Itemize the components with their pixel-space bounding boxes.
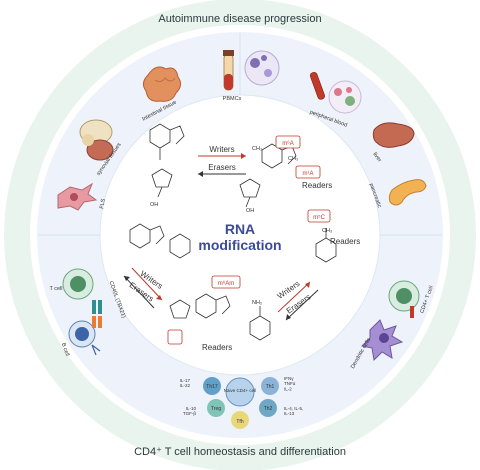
m5c-molecule [315, 228, 337, 263]
th2-icon [259, 399, 277, 417]
tag-m6a: m⁶A [282, 140, 293, 147]
m6a-molecule [239, 143, 297, 208]
cd4-tcell-icon [388, 280, 420, 318]
atom-ch3-3: CH₃ [322, 228, 332, 234]
writers-arrow-left [131, 267, 163, 301]
label-tcell: T cell [49, 286, 62, 292]
writers-arrow-right [277, 281, 311, 313]
label-treg: Treg [211, 406, 221, 412]
tag-m6am: m⁶Am [218, 280, 234, 287]
tcell-differentiation [203, 377, 279, 429]
center-title-line2: modification [198, 237, 281, 253]
atom-nh2: NH₂ [252, 300, 262, 306]
atom-oh-2: OH [246, 208, 254, 214]
cytidine-molecule [249, 306, 271, 341]
readers-label-top: Readers [302, 181, 332, 190]
center-title-line1: RNA [225, 221, 255, 237]
naive-cd4-icon [225, 377, 255, 407]
label-tfh: Tfh [236, 419, 243, 425]
tag-m5c: m⁵C [313, 214, 325, 221]
erasers-arrow-left [123, 275, 155, 309]
th17-icon [203, 377, 221, 395]
tag-m5c-box [307, 209, 331, 223]
atom-oh-1: OH [150, 202, 158, 208]
b-cell-icon [68, 320, 101, 356]
intestinal-tissue-icon [142, 66, 182, 102]
m6am-molecule [169, 293, 231, 319]
erasers-arrow-right [285, 289, 319, 321]
tag-m6am-box [211, 275, 241, 289]
tag-m1a-box [295, 165, 321, 179]
top-title: Autoimmune disease progression [158, 13, 321, 25]
adenosine-molecule [149, 123, 185, 198]
readers-label-right: Readers [330, 237, 360, 246]
label-th1: Th1 [266, 384, 275, 390]
label-pbmcs: PBMCs [223, 96, 242, 102]
fls-cell-icon [57, 182, 98, 211]
pbmc-tube-icon [223, 50, 234, 91]
peripheral-blood-icon [309, 72, 362, 114]
adenosine-left-molecule [129, 223, 191, 259]
label-th17: Th17 [206, 384, 218, 390]
label-bcell: B cell [60, 342, 70, 357]
tag-m1a: m¹A [303, 171, 314, 177]
liver-icon [372, 122, 415, 148]
label-fls: FLS [99, 198, 107, 209]
pancreas-icon [388, 179, 427, 206]
atom-ch3-1: CH₃ [252, 146, 262, 152]
dendritic-cell-icon [360, 319, 404, 362]
cytokines-th2: IL-4, IL-5,IL-13 [284, 406, 303, 416]
th1-icon [261, 377, 279, 395]
receptor-icon [92, 300, 102, 328]
pbmc-cells-icon [244, 50, 280, 86]
treg-icon [207, 399, 225, 417]
label-naive: Naive CD4+ cell [224, 388, 256, 393]
writers-label-top: Writers [209, 145, 234, 154]
tfh-icon [231, 411, 249, 429]
tag-m6a-box [275, 135, 301, 149]
tag-ch3-box [167, 329, 183, 345]
erasers-label-top: Erasers [208, 163, 236, 172]
readers-label-bottom-left: Readers [202, 343, 232, 352]
label-liver: liver [371, 152, 382, 164]
synovial-tissue-icon [79, 119, 114, 161]
t-cell-icon [62, 268, 94, 300]
label-th2: Th2 [264, 406, 273, 412]
dividers [38, 33, 442, 236]
bottom-title: CD4⁺ T cell homeostasis and differentiat… [134, 446, 346, 458]
atom-ch3-2: CH₃ [288, 156, 298, 162]
